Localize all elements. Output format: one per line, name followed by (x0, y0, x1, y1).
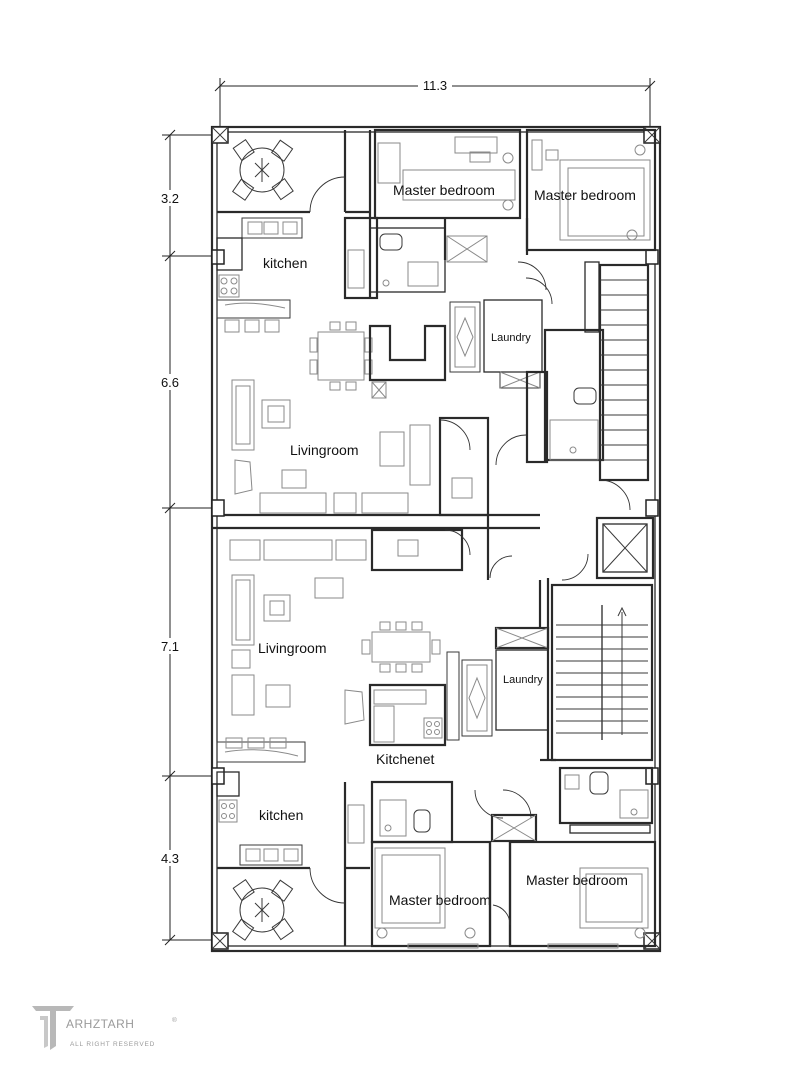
room-label-master-bedroom-bottom-right: Master bedroom (526, 872, 628, 888)
room-label-master-bedroom-top-right: Master bedroom (534, 187, 636, 203)
room-label-master-bedroom-bottom-left: Master bedroom (389, 892, 491, 908)
room-label-master-bedroom-top-left: Master bedroom (393, 182, 495, 198)
stair-treads-bottom (556, 624, 648, 734)
column (645, 499, 659, 517)
room-label-laundry-top: Laundry (491, 332, 531, 344)
column (211, 767, 225, 785)
top-unit: Master bedroom Master bedroom kitc (216, 128, 657, 517)
dining-table-terrace (231, 138, 294, 201)
logo-watermark: ARHZTARH ® ALL RIGHT RESERVED (32, 1006, 178, 1050)
columns (211, 126, 661, 950)
elevator (595, 516, 655, 580)
dim-segment-1: 3.2 (161, 191, 179, 206)
room-label-livingroom-bottom: Livingroom (258, 640, 326, 656)
logo-tagline: ALL RIGHT RESERVED (70, 1041, 155, 1048)
column (211, 499, 225, 517)
dim-segment-4: 4.3 (161, 851, 179, 866)
dining-table-terrace-bottom (231, 878, 294, 941)
room-label-kitchen-top: kitchen (263, 255, 307, 271)
bottom-unit: Livingroom Kitchenet Laundry (216, 528, 657, 949)
stair-treads-top (600, 279, 648, 461)
top-dimension: 11.3 (214, 78, 656, 128)
logo-name: ARHZTARH (66, 1017, 134, 1031)
room-label-kitchen-bottom: kitchen (259, 807, 303, 823)
dim-segment-2: 6.6 (161, 375, 179, 390)
room-label-livingroom-top: Livingroom (290, 442, 358, 458)
logo-mark-icon (32, 1006, 74, 1050)
left-dimension: 3.2 6.6 7.1 4.3 (155, 129, 215, 946)
column (211, 249, 225, 265)
room-label-laundry-bottom: Laundry (503, 674, 543, 686)
column (645, 249, 659, 265)
dim-width-total: 11.3 (423, 78, 447, 93)
corridor-walls (486, 515, 589, 762)
logo-mark: ® (172, 1016, 178, 1024)
room-label-kitchenet: Kitchenet (376, 751, 434, 767)
dim-segment-3: 7.1 (161, 639, 179, 654)
